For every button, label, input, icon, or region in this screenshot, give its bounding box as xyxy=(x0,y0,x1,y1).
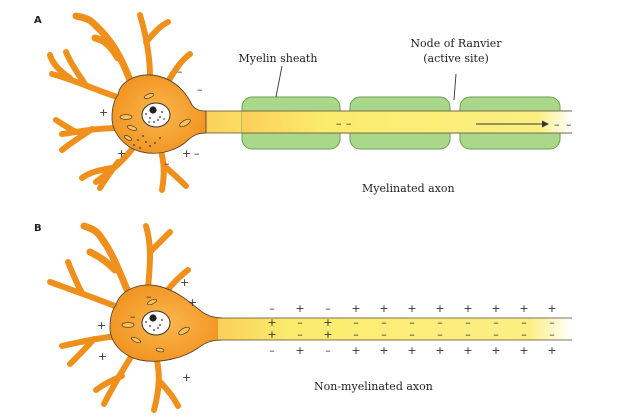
impulse-arrow xyxy=(476,120,549,128)
myelin-leader-line xyxy=(275,65,283,98)
plus-sign: + xyxy=(98,350,107,363)
neuron-b xyxy=(47,222,223,413)
plus-sign: + xyxy=(519,302,528,315)
minus-sign: – xyxy=(325,302,331,315)
minus-sign: – xyxy=(409,316,415,329)
minus-sign: – xyxy=(554,118,560,131)
panel-a: A xyxy=(34,12,572,195)
node-leader-line xyxy=(453,73,457,101)
minus-sign: – xyxy=(353,316,359,329)
plus-sign: + xyxy=(491,344,500,357)
minus-sign: – xyxy=(493,316,499,329)
plus-sign: + xyxy=(491,302,500,315)
minus-sign: – xyxy=(549,316,555,329)
minus-sign: – xyxy=(346,117,352,130)
minus-sign: – xyxy=(437,316,443,329)
plus-sign: + xyxy=(267,328,276,341)
plus-sign: + xyxy=(547,344,556,357)
neuron-a xyxy=(47,12,207,193)
node-active-site-label: (active site) xyxy=(423,52,489,65)
plus-sign: + xyxy=(379,344,388,357)
plus-sign: + xyxy=(99,106,108,119)
minus-sign: – xyxy=(177,65,183,78)
nucleus-b xyxy=(141,310,171,336)
organelles-b xyxy=(121,298,190,353)
plus-sign: + xyxy=(97,319,106,332)
plus-sign: + xyxy=(295,302,304,315)
plus-sign: + xyxy=(295,344,304,357)
minus-sign: – xyxy=(465,328,471,341)
minus-sign: – xyxy=(269,302,275,315)
panel-b-letter: B xyxy=(34,223,42,234)
panel-a-letter: A xyxy=(34,15,42,26)
charges-b-axon: –++–+––+–++–+––++––++––++––++––++––++––+… xyxy=(267,302,556,357)
minus-sign: – xyxy=(269,344,275,357)
charges-a: + + + – – – – – – – – xyxy=(99,65,572,170)
non-myelinated-axon-caption: Non-myelinated axon xyxy=(314,380,433,393)
plus-sign: + xyxy=(323,328,332,341)
plus-sign: + xyxy=(180,276,189,289)
minus-sign: – xyxy=(146,290,152,303)
minus-sign: – xyxy=(164,157,170,170)
charges-b-soma: + + + + + – – xyxy=(97,276,197,384)
plus-sign: + xyxy=(182,371,191,384)
myelin-sheath-label: Myelin sheath xyxy=(239,52,318,65)
organelles-a xyxy=(119,93,191,141)
minus-sign: – xyxy=(297,328,303,341)
myelinated-axon-caption: Myelinated axon xyxy=(362,182,455,195)
minus-sign: – xyxy=(297,316,303,329)
minus-sign: – xyxy=(336,117,342,130)
node-of-ranvier-label: Node of Ranvier xyxy=(410,37,502,50)
minus-sign: – xyxy=(325,344,331,357)
plus-sign: + xyxy=(351,344,360,357)
minus-sign: – xyxy=(521,328,527,341)
plus-sign: + xyxy=(182,147,191,160)
plus-sign: + xyxy=(519,344,528,357)
panel-b: B xyxy=(34,222,572,413)
minus-sign: – xyxy=(493,328,499,341)
plus-sign: + xyxy=(407,302,416,315)
plus-sign: + xyxy=(547,302,556,315)
plus-sign: + xyxy=(351,302,360,315)
plus-sign: + xyxy=(379,302,388,315)
plus-sign: + xyxy=(117,147,126,160)
minus-sign: – xyxy=(437,328,443,341)
plus-sign: + xyxy=(463,344,472,357)
minus-sign: – xyxy=(130,310,136,323)
minus-sign: – xyxy=(381,328,387,341)
minus-sign: – xyxy=(465,316,471,329)
minus-sign: – xyxy=(521,316,527,329)
minus-sign: – xyxy=(353,328,359,341)
plus-sign: + xyxy=(435,302,444,315)
minus-sign: – xyxy=(409,328,415,341)
minus-sign: – xyxy=(197,83,203,96)
granules-a xyxy=(133,135,161,149)
nucleus-a xyxy=(141,102,171,128)
minus-sign: – xyxy=(549,328,555,341)
minus-sign: – xyxy=(381,316,387,329)
plus-sign: + xyxy=(435,344,444,357)
plus-sign: + xyxy=(188,296,197,309)
minus-sign: – xyxy=(194,147,200,160)
plus-sign: + xyxy=(463,302,472,315)
plus-sign: + xyxy=(323,316,332,329)
minus-sign: – xyxy=(566,118,572,131)
axon-b xyxy=(218,318,572,340)
plus-sign: + xyxy=(267,316,276,329)
plus-sign: + xyxy=(407,344,416,357)
